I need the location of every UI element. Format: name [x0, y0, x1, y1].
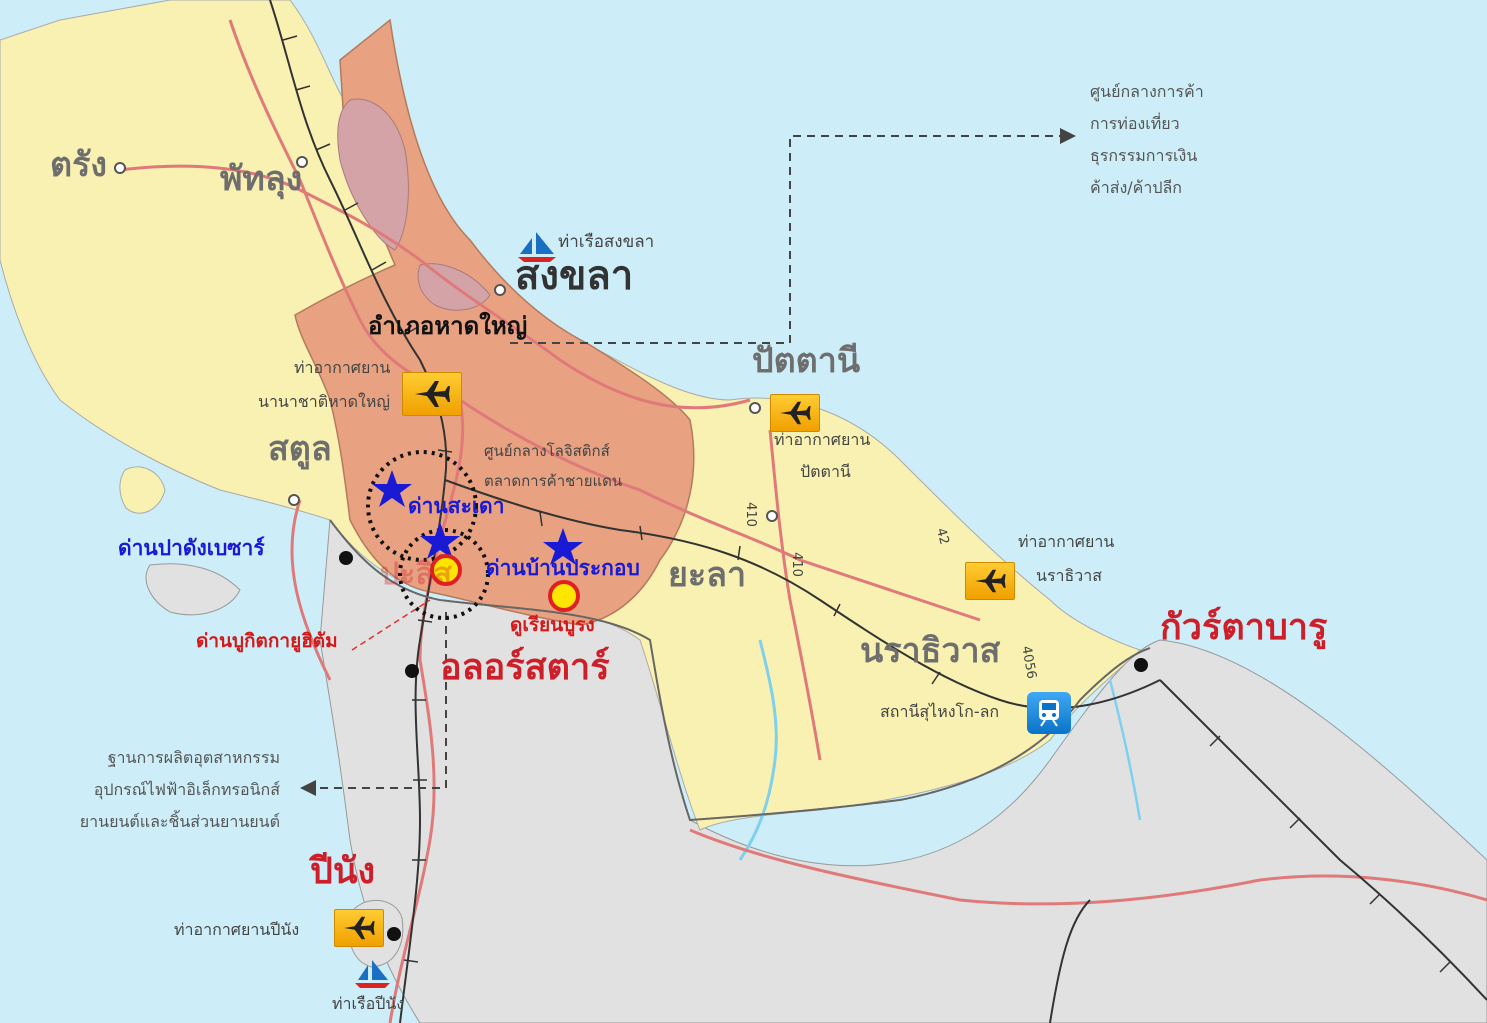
airport-icon [402, 372, 462, 416]
hatyai-roles-list: ศูนย์กลางการค้า การท่องเที่ยว ธุรกรรมการ… [1090, 76, 1204, 204]
province-label-trang: ตรัง [50, 145, 107, 185]
label-durian-burung-checkpoint: ดูเรียนบูรง [510, 614, 595, 636]
province-label-yala: ยะลา [668, 555, 747, 595]
role-item: ฐานการผลิตอุตสาหกรรม [107, 748, 280, 767]
province-label-songkhla: สงขลา [515, 253, 634, 299]
role-item: ศูนย์กลางการค้า [1090, 82, 1204, 101]
province-label-satun: สตูล [268, 429, 332, 469]
songkhla-lake [337, 98, 409, 251]
province-label-phatthalung: พัทลุง [220, 159, 303, 199]
dashed-connectors [316, 135, 1060, 789]
label-narathiwat-airport-2: นราธิวาส [1036, 566, 1103, 585]
arrow-head-left [300, 780, 316, 796]
route-number: 410 [788, 552, 804, 577]
district-label-hatyai: อำเภอหาดใหญ่ [368, 312, 528, 340]
river [738, 639, 778, 861]
label-sadao-checkpoint: ด่านสะเดา [408, 494, 505, 518]
checkpoint-circle-icon [430, 554, 580, 612]
label-songkhla-port: ท่าเรือสงขลา [558, 232, 655, 252]
island-satun [119, 466, 166, 514]
route-number: 410 [742, 502, 758, 527]
island-langkawi [145, 563, 241, 616]
label-narathiwat-airport-1: ท่าอากาศยาน [1018, 532, 1115, 551]
port-icon [355, 960, 390, 988]
province-label-narathiwat: นราธิวาส [860, 631, 1001, 671]
label-pattani-airport-2: ปัตตานี [800, 462, 851, 481]
label-bukit-kayu-hitam-checkpoint: ด่านบูกิตกายูฮิตัม [196, 630, 338, 652]
bukit-dotted-ring [398, 528, 490, 620]
label-penang-port: ท่าเรือปีนัง [332, 994, 405, 1013]
train-station-icon [1027, 692, 1071, 734]
role-item: อุปกรณ์ไฟฟ้าอิเล็กทรอนิกส์ [93, 780, 280, 799]
label-hatyai-airport-2: นานาชาติหาดใหญ่ [258, 392, 390, 411]
province-label-penang: ปีนัง [310, 851, 376, 892]
label-border-market: ตลาดการค้าชายแดน [484, 472, 623, 490]
town-markers [114, 156, 1148, 941]
role-item: การท่องเที่ยว [1090, 114, 1180, 133]
province-label-kota-bharu: กัวร์ตาบารู [1160, 607, 1328, 648]
province-label-kedah: อลอร์สตาร์ [440, 647, 610, 688]
province-label-perlis: ปะลิส [380, 557, 452, 592]
river [1108, 679, 1142, 821]
roads [119, 19, 1487, 1023]
airport-icon [965, 562, 1015, 600]
arrow-head-right [1060, 128, 1076, 144]
label-pattani-airport-1: ท่าอากาศยาน [774, 430, 871, 449]
airport-icon [334, 909, 384, 947]
route-number: 42 [932, 526, 952, 547]
checkpoint-star-icon [372, 470, 583, 565]
label-padang-besar-checkpoint: ด่านปาดังเบซาร์ [118, 536, 265, 560]
label-hatyai-airport-1: ท่าอากาศยาน [294, 358, 391, 377]
label-logistics-hub: ศูนย์กลางโลจิสติกส์ [484, 442, 610, 460]
role-item: ยานยนต์และชิ้นส่วนยานยนต์ [79, 812, 280, 831]
red-dashed-leader [351, 599, 431, 651]
role-item: ค้าส่ง/ค้าปลีก [1090, 178, 1182, 197]
airport-icon [770, 394, 820, 432]
province-label-pattani: ปัตตานี [752, 341, 861, 381]
sadao-dotted-ring [366, 450, 478, 562]
port-icon [518, 232, 556, 262]
label-ban-prakop-checkpoint: ด่านบ้านประกอบ [486, 556, 640, 580]
kedah-roles-list: ฐานการผลิตอุตสาหกรรม อุปกรณ์ไฟฟ้าอิเล็กท… [40, 742, 280, 838]
label-penang-airport: ท่าอากาศยานปีนัง [174, 920, 300, 939]
role-item: ธุรกรรมการเงิน [1090, 146, 1198, 165]
label-sungai-kolok-station: สถานีสุไหงโก-ลก [880, 702, 1000, 721]
